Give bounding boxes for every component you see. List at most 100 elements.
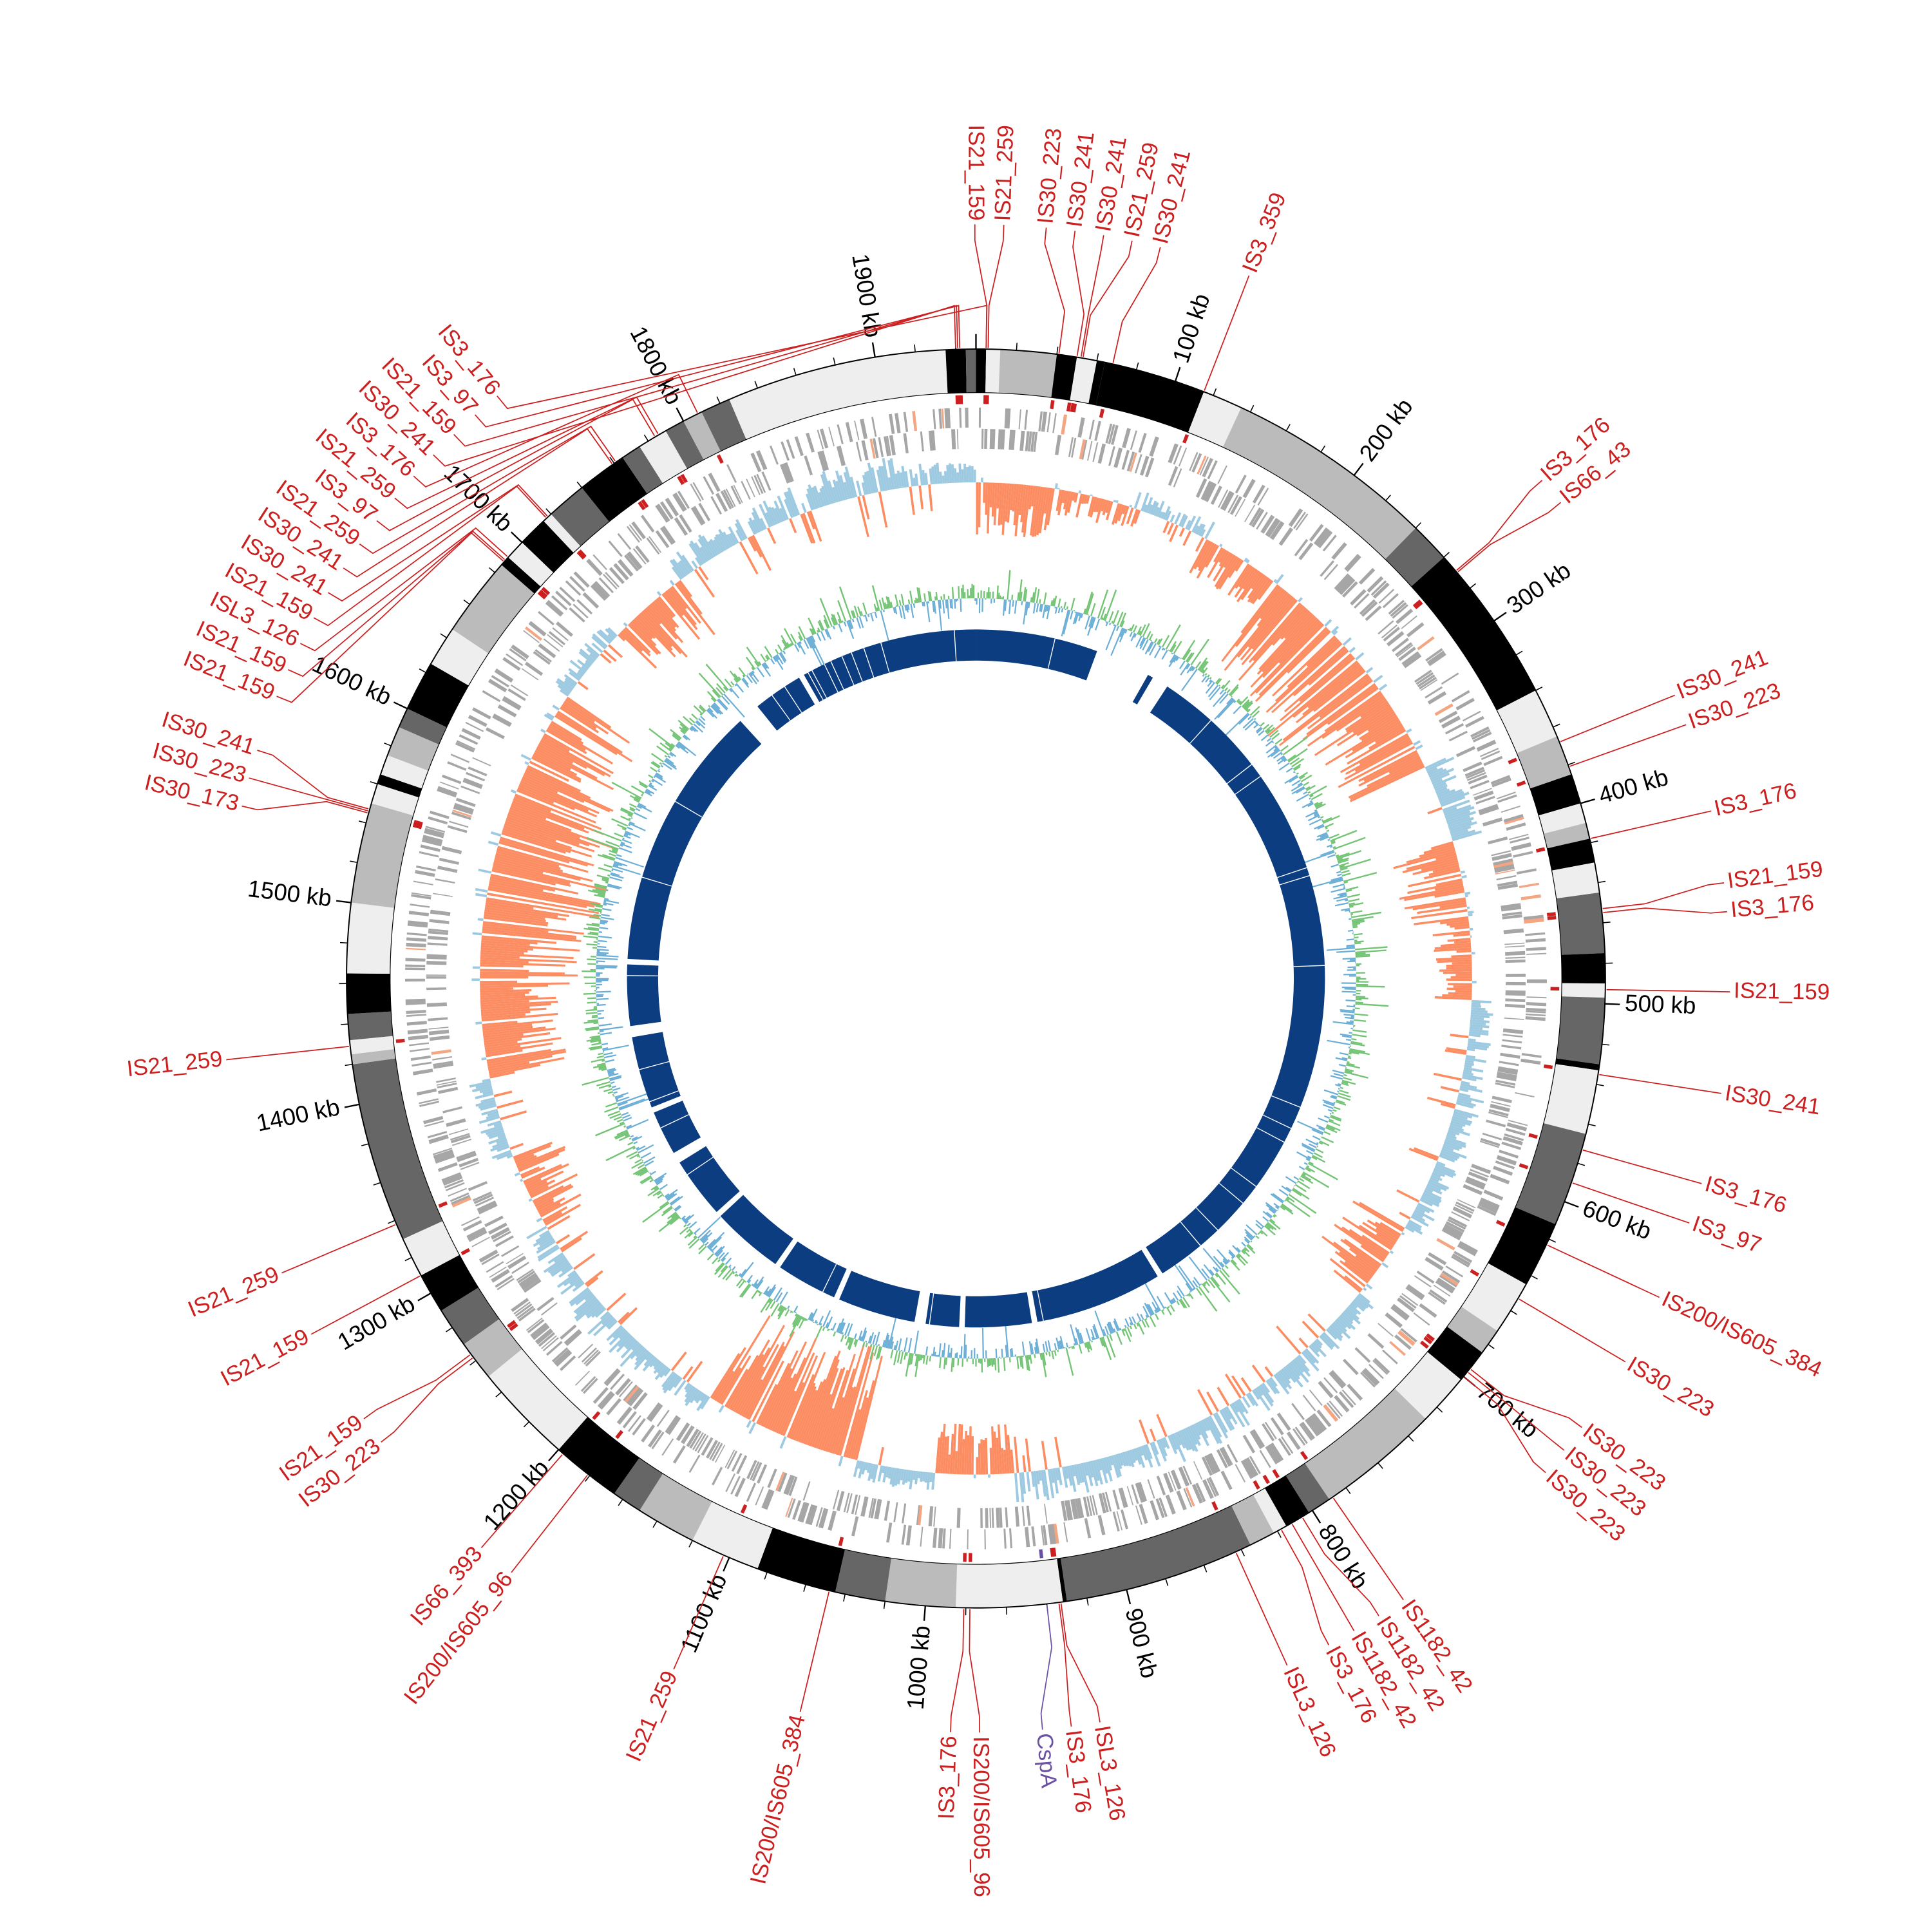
gc-bar xyxy=(1307,1155,1312,1159)
gc-bar xyxy=(665,759,677,768)
gc-bar xyxy=(784,647,787,650)
gc-bar xyxy=(1202,1247,1222,1270)
gc-bar xyxy=(865,1340,867,1343)
gene-mark xyxy=(592,582,609,599)
skew-negative-bar xyxy=(714,1370,735,1401)
gc-bar xyxy=(1032,603,1036,614)
gc-bar xyxy=(720,1265,728,1273)
gc-bar xyxy=(1177,1285,1185,1297)
skew-negative-bar xyxy=(487,1048,566,1065)
skew-negative-bar xyxy=(1334,1251,1372,1280)
gc-bar xyxy=(869,1332,875,1344)
skew-positive-bar xyxy=(475,1083,492,1089)
gc-bar xyxy=(1224,712,1249,737)
gc-bar xyxy=(890,1349,894,1359)
gc-bar xyxy=(588,1045,602,1050)
gc-bar xyxy=(1341,1057,1348,1060)
gene-mark xyxy=(1505,1128,1526,1136)
gene-mark xyxy=(1434,703,1454,716)
gene-label: CspA xyxy=(1032,1732,1061,1790)
gc-bar xyxy=(1103,1329,1106,1336)
skew-positive-bar xyxy=(1296,1356,1310,1372)
gene-mark xyxy=(720,490,732,509)
skew-positive-bar xyxy=(1097,1459,1103,1471)
gene-mark xyxy=(1113,448,1123,468)
skew-positive-bar xyxy=(653,1360,662,1370)
gc-bar xyxy=(905,1352,908,1356)
gc-bar xyxy=(1342,957,1356,960)
gc-bar xyxy=(1338,1063,1347,1067)
skew-negative-bar xyxy=(481,1013,526,1019)
skew-positive-bar xyxy=(469,1081,491,1088)
gc-bar xyxy=(1157,638,1163,646)
skew-positive-bar xyxy=(1288,1362,1301,1377)
gc-bar xyxy=(591,956,597,958)
gene-mark xyxy=(573,571,590,588)
skew-positive-bar xyxy=(1215,1412,1228,1433)
gene-mark xyxy=(1081,440,1088,460)
ideogram-band xyxy=(349,1036,395,1055)
gene-mark xyxy=(1499,1061,1519,1066)
gc-bar xyxy=(754,661,759,667)
skew-negative-bar xyxy=(1435,956,1472,961)
skew-negative-bar xyxy=(1057,489,1065,516)
gene-mark xyxy=(1307,1416,1323,1435)
gc-bar xyxy=(1309,819,1322,826)
gc-bar xyxy=(1305,1138,1318,1146)
gene-mark xyxy=(1501,1045,1522,1050)
gene-mark xyxy=(1458,1240,1478,1254)
skew-negative-bar xyxy=(1258,627,1328,696)
skew-negative-bar xyxy=(850,1397,869,1459)
gc-bar xyxy=(1255,1235,1260,1240)
minor-tick xyxy=(446,1327,453,1332)
ideogram-band xyxy=(835,1549,892,1602)
gc-bar xyxy=(775,649,779,654)
gc-bar xyxy=(596,949,609,951)
major-tick xyxy=(871,342,876,357)
skew-negative-bar xyxy=(1367,1219,1399,1240)
gene-mark xyxy=(819,428,829,449)
skew-positive-bar xyxy=(1162,1437,1170,1450)
gene-mark xyxy=(569,576,585,592)
skew-positive-bar xyxy=(1187,515,1197,531)
gc-bar xyxy=(702,712,705,714)
skew-positive-bar xyxy=(1251,1389,1260,1400)
gc-bar xyxy=(1136,1322,1139,1327)
gc-bar xyxy=(1242,701,1250,709)
gc-bar xyxy=(636,1146,639,1150)
skew-negative-bar xyxy=(737,1366,765,1415)
gc-bar xyxy=(1170,654,1176,663)
gc-bar xyxy=(1296,772,1300,775)
gc-bar xyxy=(1267,748,1280,758)
gene-mark xyxy=(1041,412,1048,432)
gene-mark xyxy=(828,1510,837,1531)
gc-bar xyxy=(1354,940,1364,943)
minor-tick xyxy=(1530,1274,1538,1280)
gc-bar xyxy=(756,1280,764,1290)
skew-positive-bar xyxy=(536,1238,555,1251)
skew-negative-bar xyxy=(739,541,759,574)
gene-mark xyxy=(1382,593,1399,609)
gc-bar xyxy=(954,598,956,609)
gene-mark xyxy=(605,571,620,588)
skew-negative-bar xyxy=(482,931,582,942)
skew-positive-bar xyxy=(899,472,905,488)
minor-tick xyxy=(469,1360,477,1366)
ideogram-band xyxy=(1447,1306,1498,1353)
gc-bar xyxy=(1336,1099,1345,1104)
gc-bar xyxy=(596,990,611,993)
feature-leader-line xyxy=(987,225,1005,348)
gc-bar xyxy=(1094,1310,1105,1337)
feature-mark xyxy=(716,454,724,464)
gc-bar xyxy=(690,726,696,732)
gc-bar xyxy=(1025,1355,1029,1370)
gene-mark xyxy=(1150,1500,1159,1520)
minor-tick xyxy=(1096,353,1099,361)
skew-negative-bar xyxy=(809,510,822,542)
gc-bar xyxy=(645,790,651,794)
gc-bar xyxy=(882,609,885,612)
skew-negative-bar xyxy=(482,925,576,938)
gc-bar xyxy=(1302,1173,1306,1177)
gene-mark xyxy=(965,407,969,428)
gc-bar xyxy=(1244,1236,1251,1243)
